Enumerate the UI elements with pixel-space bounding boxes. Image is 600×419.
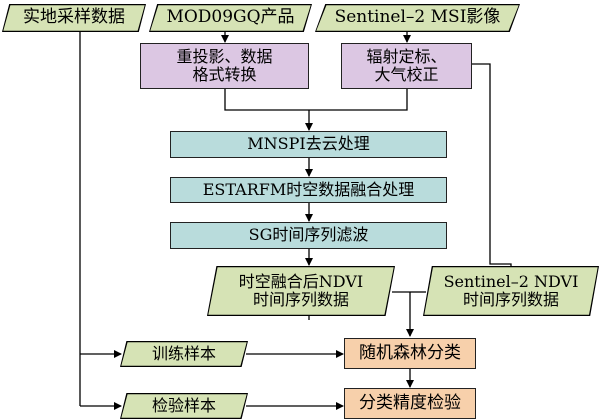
label-mnspi: MNSPI去云处理 <box>247 134 370 154</box>
label-fused-ndvi-line2: 时间序列数据 <box>252 290 349 309</box>
connector-radcal-to-s2-ndvi <box>472 63 515 279</box>
label-reproject-line1: 重投影、数据 <box>176 46 273 66</box>
connector-radcal-merge <box>309 89 408 111</box>
node-training-samples: 训练样本 <box>120 341 248 367</box>
label-field-samples: 实地采样数据 <box>23 7 125 28</box>
node-radiometric-atmospheric: 辐射定标、 大气校正 <box>341 43 472 89</box>
connector-reproject-merge <box>224 89 309 111</box>
label-validation-samples: 检验样本 <box>151 395 216 415</box>
node-accuracy-check: 分类精度检验 <box>344 388 476 419</box>
node-field-samples: 实地采样数据 <box>2 4 146 32</box>
label-estarfm: ESTARFM时空数据融合处理 <box>202 179 415 199</box>
label-sg-filter: SG时间序列滤波 <box>248 225 369 245</box>
node-estarfm: ESTARFM时空数据融合处理 <box>170 177 447 203</box>
node-mod09gq: MOD09GQ产品 <box>149 4 312 32</box>
label-s2-ndvi-line1: Sentinel–2 NDVI <box>443 271 579 291</box>
label-reproject-line2: 格式转换 <box>192 65 257 84</box>
node-validation-samples: 检验样本 <box>120 393 248 419</box>
label-mod09gq: MOD09GQ产品 <box>166 7 295 28</box>
label-sentinel-msi: Sentinel–2 MSI影像 <box>334 7 501 28</box>
node-fused-ndvi: 时空融合后NDVI 时间序列数据 <box>207 266 395 316</box>
node-mnspi: MNSPI去云处理 <box>170 131 447 158</box>
label-fused-ndvi-line1: 时空融合后NDVI <box>238 271 364 291</box>
node-sentinel-msi: Sentinel–2 MSI影像 <box>315 4 520 32</box>
label-training-samples: 训练样本 <box>151 343 216 363</box>
label-accuracy-check: 分类精度检验 <box>359 392 461 413</box>
label-s2-ndvi-line2: 时间序列数据 <box>462 290 559 309</box>
label-radcal-line2: 大气校正 <box>374 65 439 84</box>
node-sg-filter: SG时间序列滤波 <box>170 222 447 249</box>
node-reproject-format: 重投影、数据 格式转换 <box>140 43 309 89</box>
node-rf-classification: 随机森林分类 <box>344 338 476 369</box>
node-s2-ndvi: Sentinel–2 NDVI 时间序列数据 <box>423 266 599 316</box>
label-rf-classification: 随机森林分类 <box>359 342 461 363</box>
label-radcal-line1: 辐射定标、 <box>366 46 447 66</box>
